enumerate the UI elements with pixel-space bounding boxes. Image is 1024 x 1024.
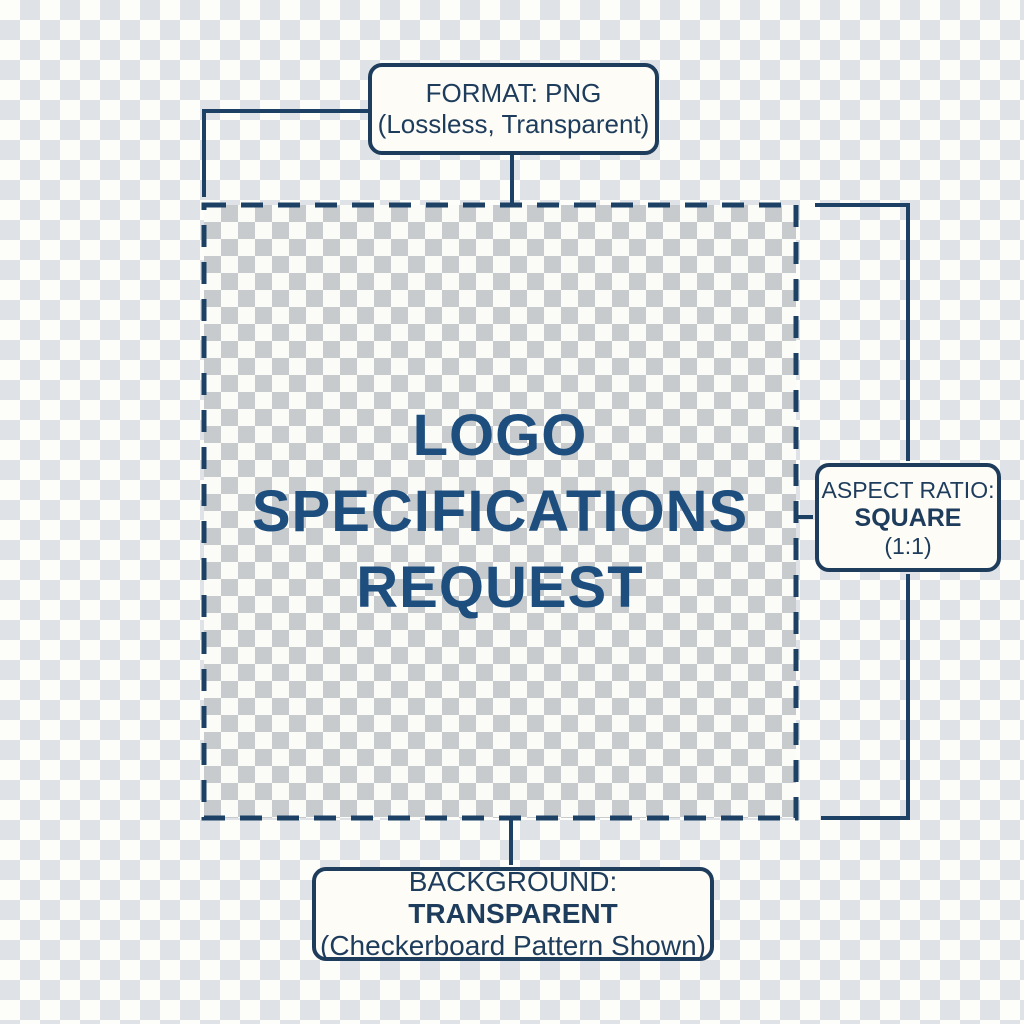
background-callout-line-1-emphasis: TRANSPARENT xyxy=(408,898,618,929)
canvas-title-line-3: REQUEST xyxy=(356,554,644,620)
background-callout-line-2: (Checkerboard Pattern Shown) xyxy=(320,930,706,961)
format-callout-box: FORMAT: PNG (Lossless, Transparent) xyxy=(368,63,659,155)
background-callout-line-1: BACKGROUND: TRANSPARENT xyxy=(316,866,710,930)
format-callout-line-2: (Lossless, Transparent) xyxy=(377,109,650,139)
aspect-callout-line-1: ASPECT RATIO: xyxy=(821,476,995,503)
aspect-callout-line-3: (1:1) xyxy=(884,532,932,559)
format-callout-line-1: FORMAT: PNG xyxy=(425,78,602,108)
background-callout-line-1-prefix: BACKGROUND: xyxy=(408,866,618,897)
connector-aspect-bracket-bottom xyxy=(821,574,910,820)
connector-format-left xyxy=(202,109,368,197)
logo-canvas-checkerboard xyxy=(204,205,796,818)
canvas-title: LOGO SPECIFICATIONS REQUEST xyxy=(252,398,748,626)
canvas-title-line-2: SPECIFICATIONS xyxy=(251,478,749,544)
logo-canvas-dashed-border xyxy=(201,202,799,821)
background-callout-box: BACKGROUND: TRANSPARENT (Checkerboard Pa… xyxy=(312,866,714,961)
connector-aspect-bracket-top xyxy=(815,203,910,461)
aspect-ratio-callout-box: ASPECT RATIO: SQUARE (1:1) xyxy=(815,463,1001,572)
aspect-callout-line-2: SQUARE xyxy=(854,503,962,532)
canvas-title-line-1: LOGO xyxy=(412,402,588,468)
logo-canvas: LOGO SPECIFICATIONS REQUEST xyxy=(204,205,796,818)
